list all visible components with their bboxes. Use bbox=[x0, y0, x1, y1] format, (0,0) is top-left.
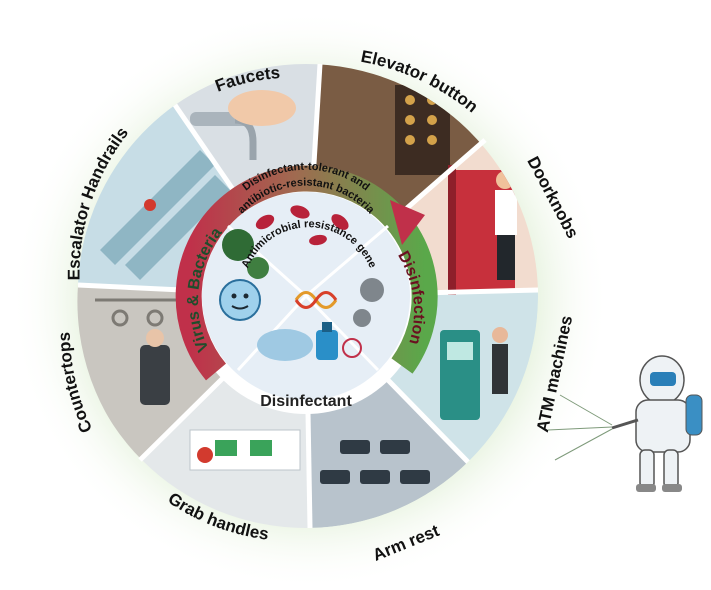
cycle-arc bbox=[175, 165, 438, 381]
hazmat-worker-icon bbox=[611, 355, 703, 492]
label-disinfectant: Disinfectant bbox=[260, 393, 352, 410]
spray-mist-icon bbox=[547, 394, 613, 461]
cycle-arrowhead bbox=[390, 200, 425, 245]
virus-icon bbox=[219, 229, 269, 321]
gray-virus-icon bbox=[353, 278, 384, 327]
dna-icon bbox=[294, 291, 338, 309]
bacteria-icon bbox=[255, 205, 349, 246]
spray-bottle-icon bbox=[257, 322, 362, 361]
